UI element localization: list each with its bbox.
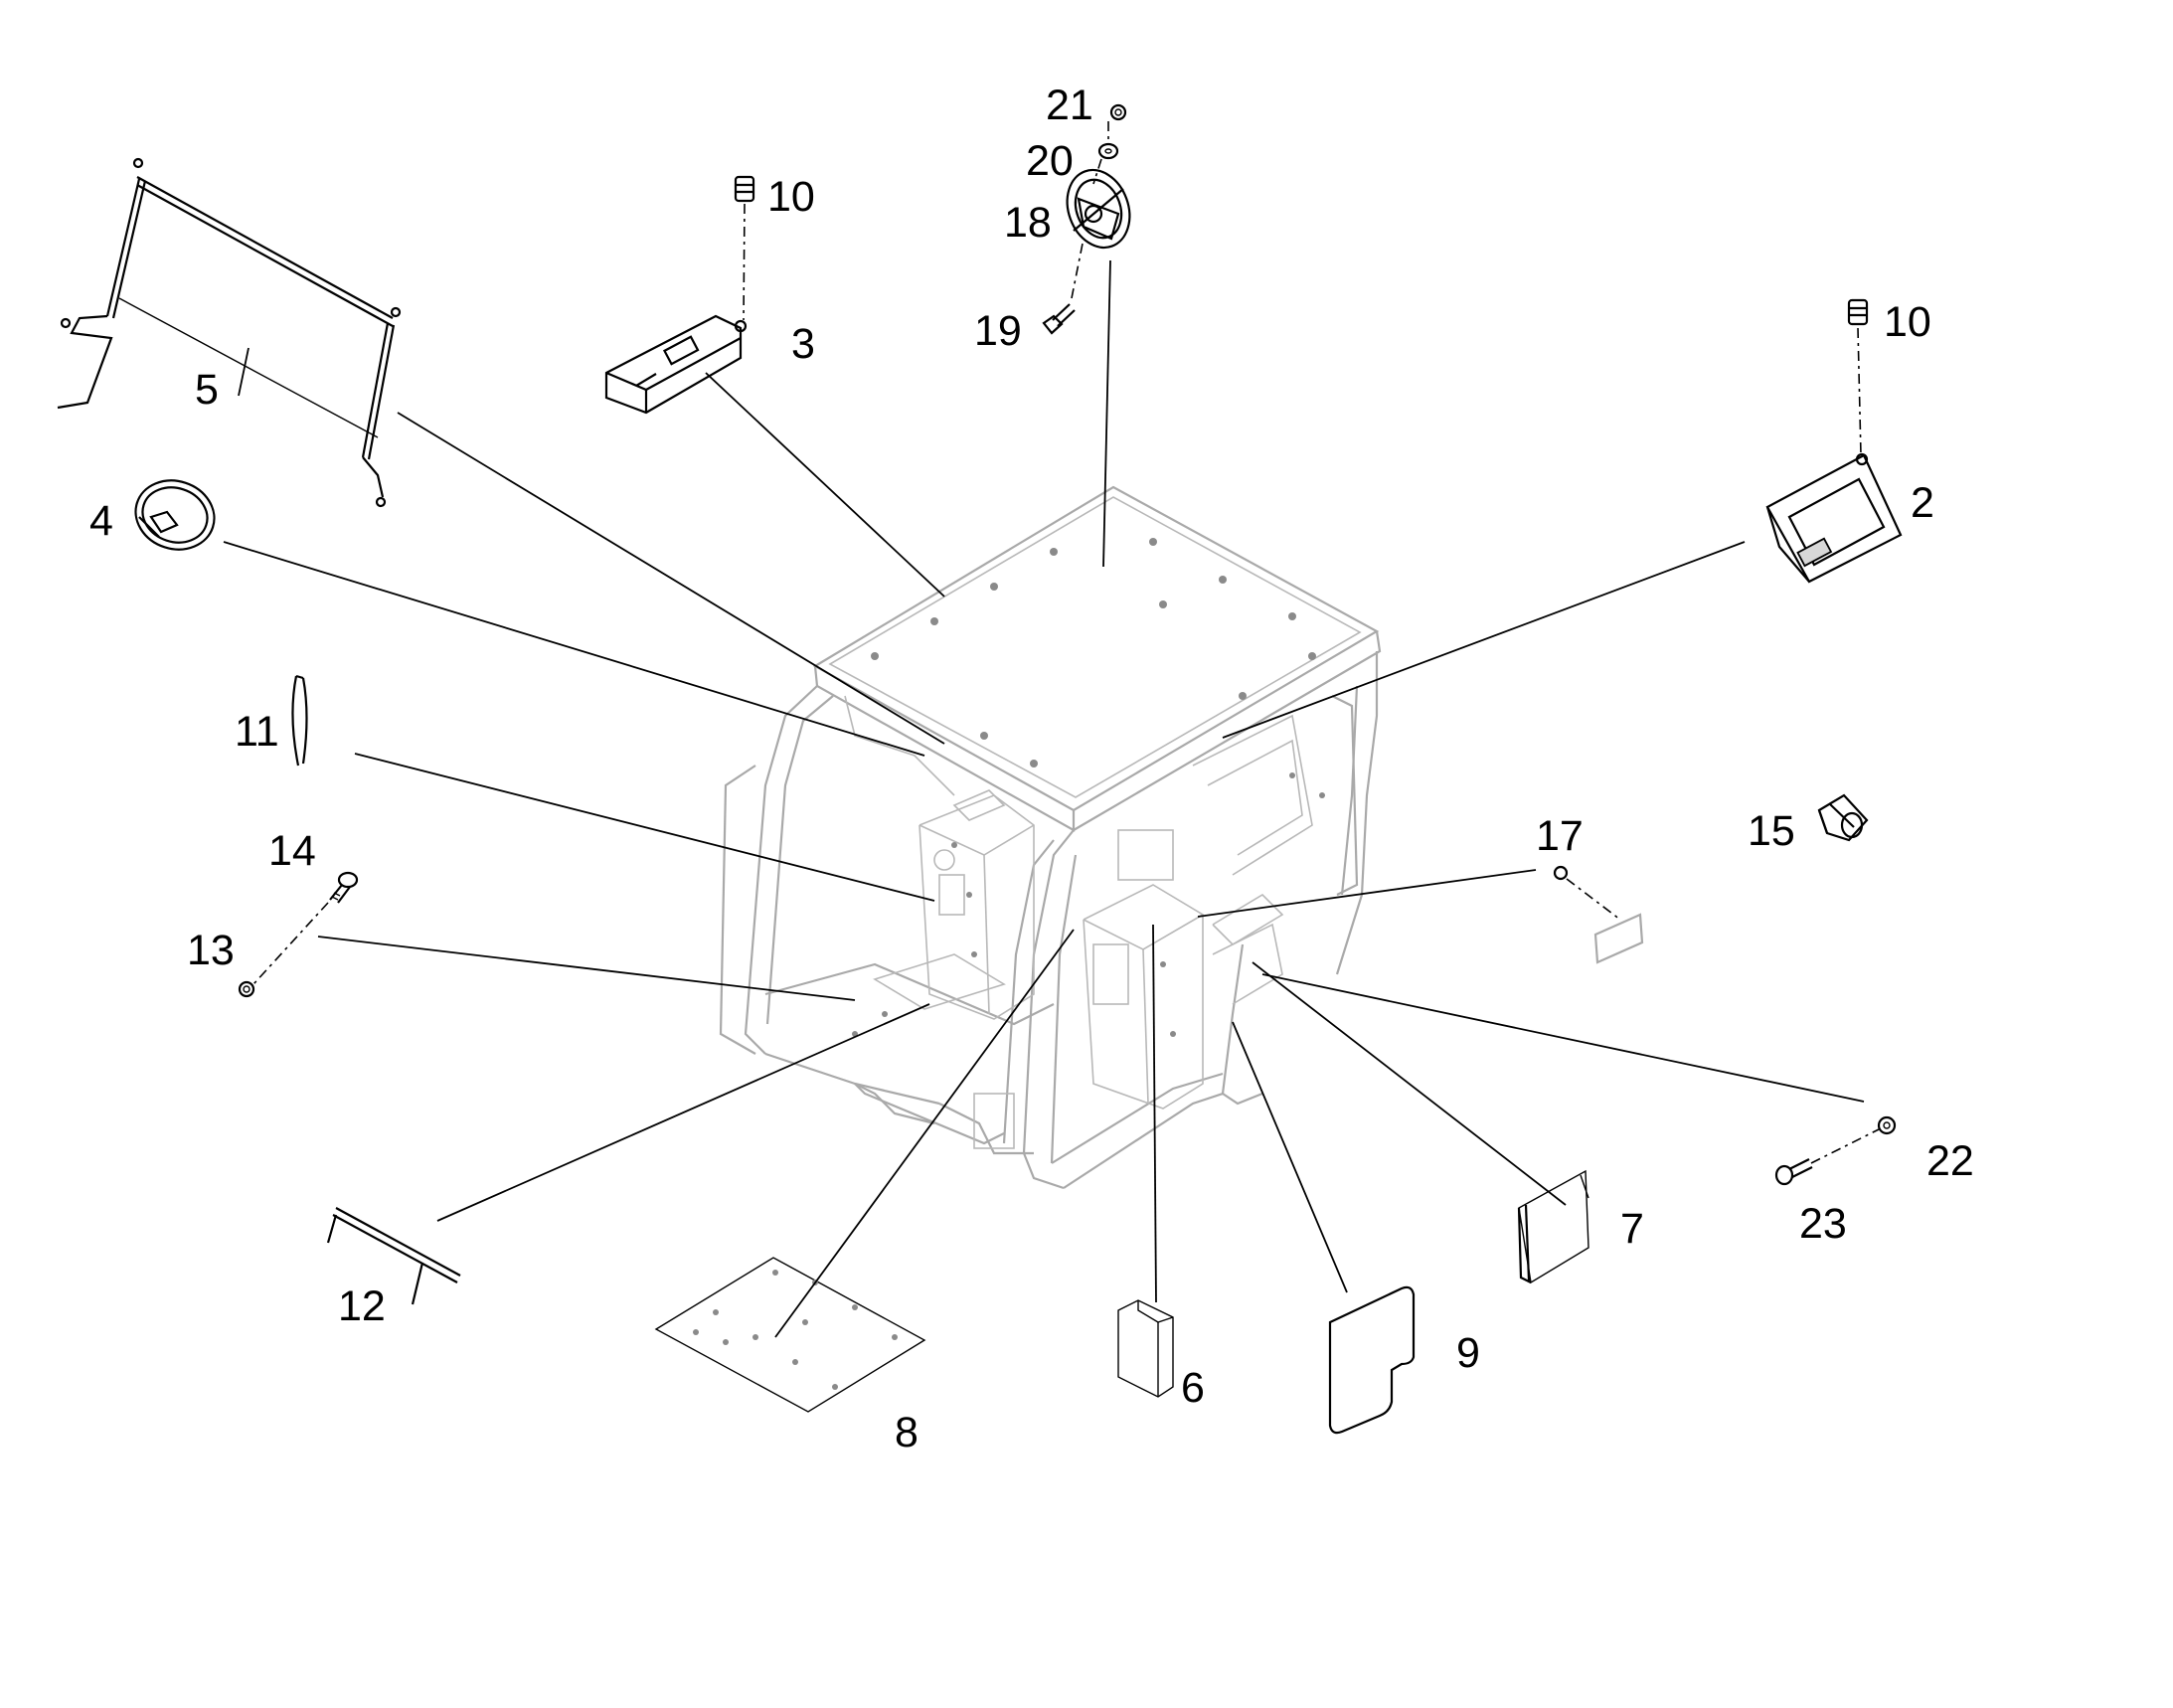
callout-8: 8: [895, 1409, 919, 1456]
callout-6: 6: [1181, 1364, 1205, 1412]
leader-lines: [223, 121, 1880, 1338]
part-switch-15: [1817, 793, 1869, 842]
part-bracket-left: [604, 314, 748, 415]
part-gasket-9: [1328, 1285, 1416, 1435]
part-roller-blind: [57, 157, 402, 508]
part-clip-17: [1553, 865, 1569, 881]
part-floor-plate-8: [654, 1257, 926, 1413]
part-bolt-19: [1042, 303, 1076, 335]
part-nut-22: [1877, 1115, 1897, 1135]
part-nut-13: [238, 980, 255, 998]
callout-11: 11: [235, 708, 279, 756]
callout-15: 15: [1748, 807, 1795, 855]
callout-12: 12: [338, 1282, 386, 1330]
callout-21: 21: [1046, 82, 1093, 129]
callout-19: 19: [974, 307, 1022, 355]
callout-3: 3: [791, 320, 815, 368]
callout-9: 9: [1456, 1329, 1480, 1377]
part-bar-12: [326, 1207, 461, 1305]
callout-2: 2: [1911, 479, 1934, 527]
callout-20: 20: [1026, 137, 1074, 185]
callout-14: 14: [268, 827, 316, 875]
part-light-assembly: [1066, 168, 1131, 250]
callout-5: 5: [195, 366, 219, 414]
callout-17: 17: [1536, 812, 1584, 860]
callout-10-left: 10: [767, 173, 815, 221]
callout-7: 7: [1620, 1205, 1644, 1253]
part-beacon-left: [734, 175, 755, 203]
part-nut-21: [1109, 103, 1127, 121]
part-washer-20: [1097, 142, 1119, 160]
callout-23: 23: [1799, 1200, 1847, 1248]
part-panel-7: [1517, 1169, 1589, 1284]
part-beacon-right: [1847, 298, 1869, 326]
callout-10-right: 10: [1884, 298, 1931, 346]
part-bolt-23: [1774, 1158, 1813, 1186]
callout-18: 18: [1004, 199, 1052, 247]
part-bracket-6: [1117, 1299, 1174, 1398]
part-bolt-14: [329, 871, 359, 904]
part-mirror: [134, 479, 216, 551]
callout-labels: 21 20 18 19 10 3 10 2 5 4 11 14 13 17 15…: [89, 82, 1974, 1456]
part-strip-11: [291, 674, 308, 767]
callout-22: 22: [1926, 1137, 1974, 1185]
callout-13: 13: [187, 927, 235, 974]
callout-4: 4: [89, 497, 113, 545]
part-plate-17: [1593, 913, 1644, 964]
part-bracket-right: [1765, 452, 1903, 584]
cab-frame: [719, 485, 1382, 1190]
